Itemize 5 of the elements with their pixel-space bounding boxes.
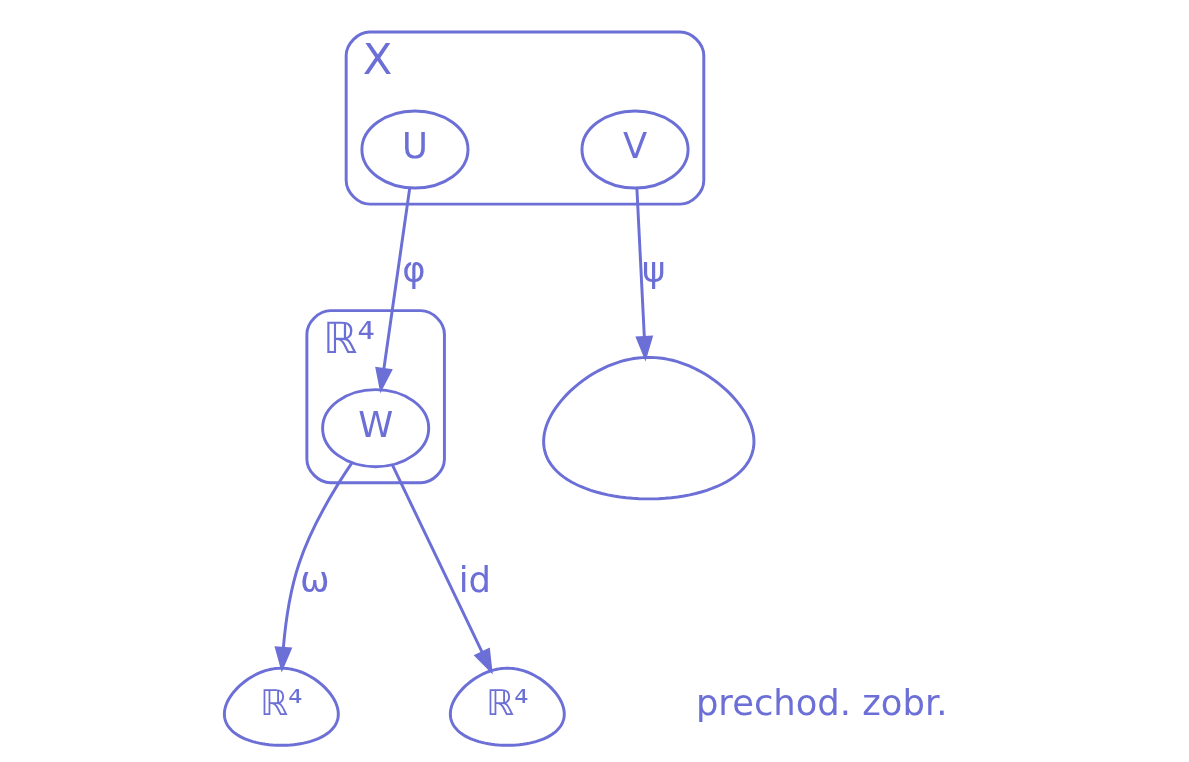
edge-label: ω [299, 559, 330, 601]
edge-label: id [458, 559, 491, 601]
node-label: prechod. zobr. [695, 682, 947, 724]
edge-label: φ [401, 248, 426, 290]
edge-label: ψ [641, 248, 665, 290]
